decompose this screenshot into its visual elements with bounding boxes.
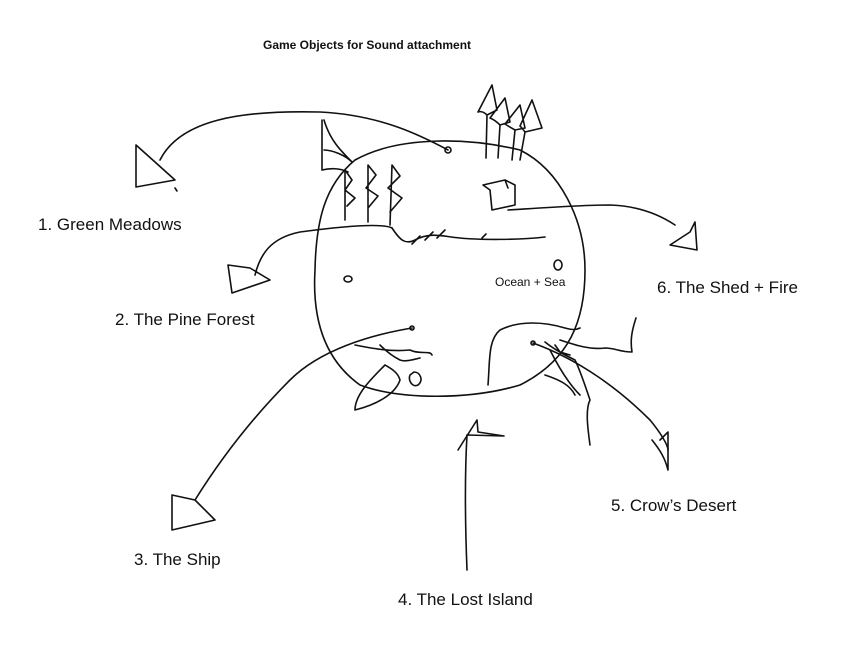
connector-shed-fire xyxy=(507,204,676,226)
desert-scribble xyxy=(487,317,637,446)
arrowhead-crows-desert xyxy=(651,431,669,471)
pine-tree-sketch xyxy=(344,164,403,226)
label-green-meadows: 1. Green Meadows xyxy=(38,215,182,234)
marker-dot-left xyxy=(343,275,353,283)
connector-lost-island xyxy=(464,434,468,571)
connector-pine-forest xyxy=(254,224,393,276)
label-pine-forest: 2. The Pine Forest xyxy=(115,310,255,329)
shed-box xyxy=(482,179,516,211)
arrowhead-green-meadows xyxy=(135,144,176,188)
tick-mark xyxy=(174,187,178,192)
marker-dot-top xyxy=(444,146,452,154)
label-crows-desert: 5. Crow’s Desert xyxy=(611,496,737,515)
label-ship: 3. The Ship xyxy=(134,550,221,569)
label-lost-island: 4. The Lost Island xyxy=(398,590,533,609)
map-divider-line xyxy=(391,227,546,243)
connector-green-meadows xyxy=(159,110,449,161)
ship-sketch xyxy=(354,344,433,411)
arrowhead-pine-forest xyxy=(227,264,271,294)
arrowhead-ship xyxy=(171,494,216,531)
connector-crows-desert xyxy=(532,342,669,451)
arrowhead-shed-fire xyxy=(669,221,698,251)
map-label-ocean: Ocean + Sea xyxy=(495,275,566,289)
label-shed-fire: 6. The Shed + Fire xyxy=(657,278,798,297)
large-tree-left xyxy=(321,119,353,173)
island-map-outline xyxy=(313,140,586,397)
arrowhead-lost-island xyxy=(457,419,505,451)
connector-ship xyxy=(194,327,413,501)
map-divider-scribble xyxy=(411,229,487,245)
marker-dot-ocean xyxy=(553,259,563,271)
diagram-title: Game Objects for Sound attachment xyxy=(263,38,472,52)
tall-trees-top xyxy=(477,84,543,161)
